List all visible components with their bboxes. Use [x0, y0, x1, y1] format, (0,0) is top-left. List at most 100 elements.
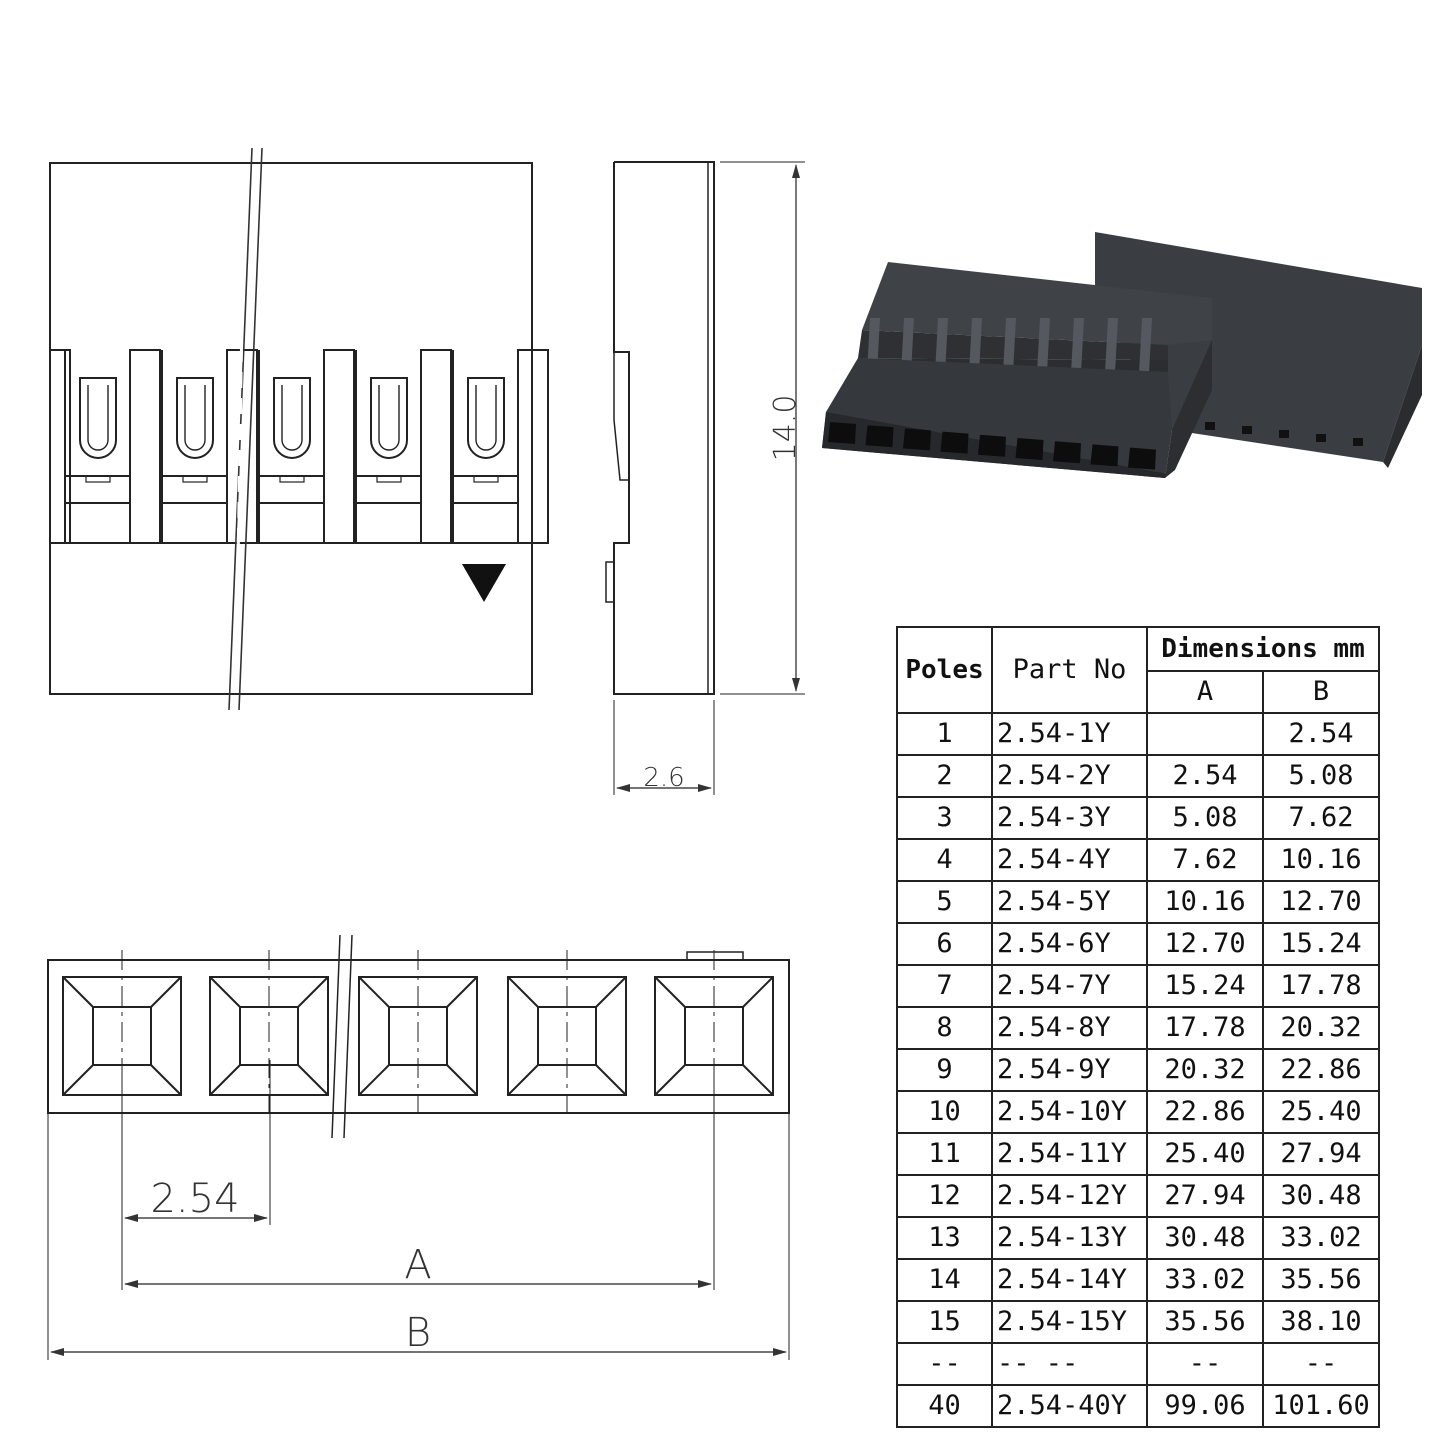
cell-dim-b: 27.94	[1262, 1132, 1380, 1176]
front-view-break-lines	[228, 147, 263, 711]
contact-cell	[358, 950, 478, 1120]
cell-dim-a: 27.94	[1146, 1174, 1264, 1218]
cell-dim-b: 2.54	[1262, 712, 1380, 756]
cell-part-no: 2.54-40Y	[991, 1384, 1148, 1428]
cell-part-no: 2.54-12Y	[991, 1174, 1148, 1218]
front-slot	[64, 349, 161, 544]
cell-part-no: 2.54-8Y	[991, 1006, 1148, 1050]
cell-dim-a: 15.24	[1146, 964, 1264, 1008]
header-a: A	[1146, 670, 1264, 714]
contact-cell	[507, 950, 627, 1120]
cell-part-no: 2.54-7Y	[991, 964, 1148, 1008]
dimension-b-label: B	[405, 1310, 431, 1356]
cell-dim-b: 33.02	[1262, 1216, 1380, 1260]
cell-dim-a: 10.16	[1146, 880, 1264, 924]
cell-dim-b: 5.08	[1262, 754, 1380, 798]
contact-cell	[654, 950, 774, 1120]
cell-poles: 6	[896, 922, 993, 966]
cell-dim-a: 33.02	[1146, 1258, 1264, 1302]
cell-poles: 2	[896, 754, 993, 798]
header-b: B	[1262, 670, 1380, 714]
cell-part-no: -- --	[991, 1342, 1148, 1386]
cell-poles: 8	[896, 1006, 993, 1050]
cell-part-no: 2.54-5Y	[991, 880, 1148, 924]
cell-dim-a	[1146, 712, 1264, 756]
cell-dim-b: 12.70	[1262, 880, 1380, 924]
header-part-no: Part No	[991, 626, 1148, 714]
cell-dim-a: 22.86	[1146, 1090, 1264, 1134]
cell-part-no: 2.54-9Y	[991, 1048, 1148, 1092]
front-slot	[161, 349, 258, 544]
cell-part-no: 2.54-1Y	[991, 712, 1148, 756]
cell-poles: 1	[896, 712, 993, 756]
cell-dim-b: 17.78	[1262, 964, 1380, 1008]
cell-poles: 11	[896, 1132, 993, 1176]
cell-dim-b: 22.86	[1262, 1048, 1380, 1092]
front-view-slots	[49, 349, 549, 544]
cell-dim-b: 35.56	[1262, 1258, 1380, 1302]
cell-dim-a: 30.48	[1146, 1216, 1264, 1260]
cell-dim-b: 20.32	[1262, 1006, 1380, 1050]
cell-poles: 7	[896, 964, 993, 1008]
cell-dim-b: 30.48	[1262, 1174, 1380, 1218]
cell-dim-a: 25.40	[1146, 1132, 1264, 1176]
height-dimension-label: 14.0	[768, 395, 803, 462]
cell-dim-b: 25.40	[1262, 1090, 1380, 1134]
cell-dim-b: 101.60	[1262, 1384, 1380, 1428]
cell-dim-a: 20.32	[1146, 1048, 1264, 1092]
cell-dim-b: 15.24	[1262, 922, 1380, 966]
cell-dim-a: 5.08	[1146, 796, 1264, 840]
width-dimension-label: 2.6	[643, 763, 684, 793]
cell-dim-b: --	[1262, 1342, 1380, 1386]
cell-poles: 4	[896, 838, 993, 882]
cell-poles: 12	[896, 1174, 993, 1218]
front-view	[49, 162, 549, 695]
cell-dim-b: 10.16	[1262, 838, 1380, 882]
cell-dim-b: 7.62	[1262, 796, 1380, 840]
cell-poles: 5	[896, 880, 993, 924]
cell-poles: 15	[896, 1300, 993, 1344]
cell-part-no: 2.54-4Y	[991, 838, 1148, 882]
cell-part-no: 2.54-10Y	[991, 1090, 1148, 1134]
cell-poles: 3	[896, 796, 993, 840]
cell-part-no: 2.54-14Y	[991, 1258, 1148, 1302]
cell-part-no: 2.54-6Y	[991, 922, 1148, 966]
bottom-view	[47, 934, 790, 1360]
front-view-outline	[49, 162, 533, 695]
pitch-dimension-label: 2.54	[150, 1176, 239, 1222]
header-poles: Poles	[896, 626, 993, 714]
cell-part-no: 2.54-13Y	[991, 1216, 1148, 1260]
cell-poles: 14	[896, 1258, 993, 1302]
dimension-a-label: A	[404, 1242, 431, 1288]
cell-dim-a: 17.78	[1146, 1006, 1264, 1050]
front-slot	[355, 349, 452, 544]
cell-dim-a: 35.56	[1146, 1300, 1264, 1344]
cell-part-no: 2.54-15Y	[991, 1300, 1148, 1344]
cell-poles: 40	[896, 1384, 993, 1428]
cell-part-no: 2.54-2Y	[991, 754, 1148, 798]
cell-dim-b: 38.10	[1262, 1300, 1380, 1344]
cell-part-no: 2.54-11Y	[991, 1132, 1148, 1176]
front-slot	[258, 349, 355, 544]
front-slot	[452, 349, 549, 544]
cell-poles: --	[896, 1342, 993, 1386]
cell-poles: 9	[896, 1048, 993, 1092]
side-view	[605, 161, 805, 795]
cell-part-no: 2.54-3Y	[991, 796, 1148, 840]
product-photo	[822, 232, 1422, 478]
pin1-marker-icon	[462, 564, 506, 602]
